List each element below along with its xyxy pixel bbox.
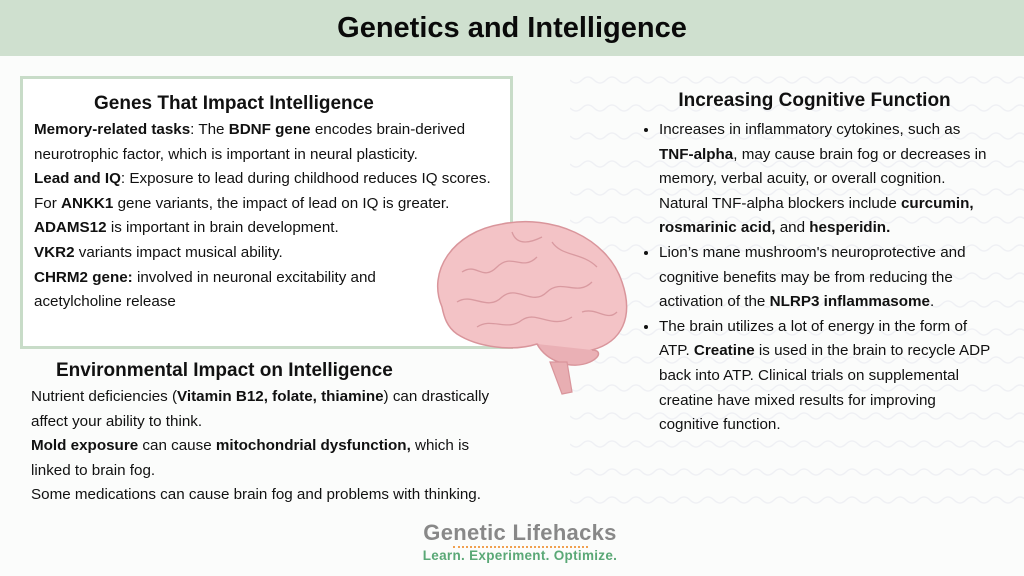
bold-text: hesperidin. bbox=[809, 219, 891, 237]
wave-line bbox=[570, 356, 1024, 364]
bold-text: TNF-alpha bbox=[659, 145, 734, 163]
bold-text: VKR2 bbox=[34, 243, 75, 261]
wave-line bbox=[570, 272, 1024, 280]
bold-text: Memory-related tasks bbox=[34, 121, 191, 138]
cognitive-bullet: Lion’s mane mushroom's neuroprotective a… bbox=[659, 241, 997, 315]
wave-line bbox=[570, 496, 1024, 504]
text: variants impact musical ability. bbox=[74, 243, 283, 261]
text: which is linked to brain fog. bbox=[31, 437, 470, 479]
genes-heading: Genes That Impact Intelligence bbox=[94, 93, 374, 114]
text: : The bbox=[190, 121, 229, 138]
bold-text: CHRM2 gene: bbox=[34, 268, 133, 286]
text: Some medications can cause brain fog and… bbox=[31, 486, 481, 504]
environment-paragraph: Some medications can cause brain fog and… bbox=[31, 483, 501, 508]
text: ) can drastically affect your ability to… bbox=[31, 388, 490, 430]
cognitive-heading: Increasing Cognitive Function bbox=[678, 90, 951, 111]
cognitive-bullet: Increases in inflammatory cytokines, suc… bbox=[659, 118, 997, 241]
wave-line bbox=[570, 468, 1024, 476]
bold-text: Mold exposure bbox=[31, 437, 139, 455]
cognitive-bullet: The brain utilizes a lot of energy in th… bbox=[659, 315, 997, 438]
text: Nutrient deficiencies ( bbox=[31, 388, 178, 405]
text: encodes brain-derived neurotrophic facto… bbox=[34, 121, 466, 163]
bold-text: Creatine bbox=[693, 342, 755, 360]
logo-tagline: Learn. Experiment. Optimize. bbox=[422, 548, 618, 563]
genes-section: Genes That Impact Intelligence Memory-re… bbox=[20, 76, 513, 349]
text: , may cause brain fog or decreases in me… bbox=[659, 145, 987, 212]
header-banner: Genetics and Intelligence bbox=[0, 0, 1024, 56]
text: . bbox=[929, 293, 935, 311]
text: gene variants, the impact of lead on IQ … bbox=[113, 194, 450, 212]
wave-line bbox=[570, 244, 1024, 252]
bold-text: ANKK1 bbox=[61, 194, 114, 212]
wave-line bbox=[570, 104, 1024, 112]
logo-dotted-line bbox=[452, 546, 588, 548]
gene-paragraph: Memory-related tasks: The BDNF gene enco… bbox=[34, 118, 500, 167]
environment-section: Environmental Impact on Intelligence Nut… bbox=[31, 360, 501, 508]
gene-paragraph: Lead and IQ: Exposure to lead during chi… bbox=[34, 167, 500, 216]
text: : Exposure to lead during childhood redu… bbox=[34, 170, 491, 212]
environment-paragraph: Mold exposure can cause mitochondrial dy… bbox=[31, 434, 501, 483]
text: can cause bbox=[138, 437, 216, 455]
wave-line bbox=[570, 440, 1024, 448]
background-wave-pattern bbox=[570, 76, 1024, 504]
page-title: Genetics and Intelligence bbox=[337, 11, 687, 44]
wave-line bbox=[570, 188, 1024, 196]
gene-paragraph: VKR2 variants impact musical ability. bbox=[34, 241, 414, 266]
text: involved in neuronal excitability and ac… bbox=[34, 268, 376, 311]
cognitive-section: Increasing Cognitive Function Increases … bbox=[632, 90, 997, 438]
logo-name: Genetic Lifehacks bbox=[423, 520, 617, 545]
bold-text: NLRP3 inflammasome bbox=[769, 293, 930, 311]
bold-text: BDNF gene bbox=[228, 121, 311, 138]
wave-line bbox=[570, 216, 1024, 224]
wave-line bbox=[570, 132, 1024, 140]
bold-text: Vitamin B12, folate, thiamine bbox=[177, 388, 384, 405]
text: is used in the brain to recycle ADP back… bbox=[659, 342, 990, 434]
gene-paragraph: CHRM2 gene: involved in neuronal excitab… bbox=[34, 266, 414, 315]
bold-text: Lead and IQ bbox=[34, 170, 121, 188]
bold-text: curcumin, rosmarinic acid, bbox=[659, 194, 974, 237]
genetic-lifehacks-logo: Genetic Lifehacks Learn. Experiment. Opt… bbox=[400, 520, 640, 563]
environment-paragraph: Nutrient deficiencies (Vitamin B12, fola… bbox=[31, 385, 501, 434]
bold-text: mitochondrial dysfunction, bbox=[215, 437, 411, 455]
brain-illustration bbox=[437, 220, 628, 395]
text: and bbox=[775, 219, 810, 237]
text: The brain utilizes a lot of energy in th… bbox=[659, 317, 968, 360]
text: Lion’s mane mushroom's neuroprotective a… bbox=[659, 243, 966, 311]
wave-line bbox=[570, 300, 1024, 308]
wave-line bbox=[570, 328, 1024, 336]
wave-line bbox=[570, 160, 1024, 168]
text: Increases in inflammatory cytokines, suc… bbox=[659, 121, 961, 138]
wave-line bbox=[570, 412, 1024, 420]
environment-heading: Environmental Impact on Intelligence bbox=[56, 360, 393, 381]
bold-text: ADAMS12 bbox=[34, 219, 107, 237]
text: is important in brain development. bbox=[106, 219, 339, 237]
wave-line bbox=[570, 76, 1024, 84]
wave-line bbox=[570, 384, 1024, 392]
gene-paragraph: ADAMS12 is important in brain developmen… bbox=[34, 216, 414, 241]
